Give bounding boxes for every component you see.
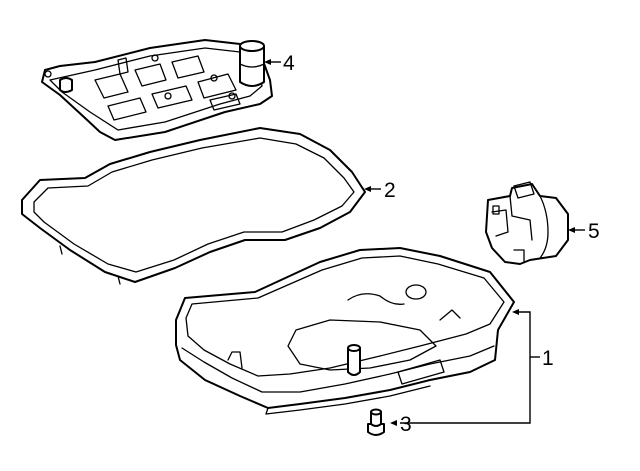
callout-1: 1	[542, 347, 554, 370]
callout-5: 5	[588, 220, 600, 243]
electrical-connector[interactable]	[485, 181, 569, 265]
pan-gasket[interactable]	[21, 127, 366, 285]
callout-3: 3	[400, 413, 412, 436]
oil-pan[interactable]	[175, 247, 515, 415]
callout-1-bracket	[390, 309, 540, 426]
transmission-filter[interactable]	[41, 39, 273, 141]
callout-4-leader	[264, 59, 281, 65]
callout-4: 4	[283, 52, 295, 75]
callout-2-leader	[364, 186, 381, 192]
callout-2: 2	[384, 179, 396, 202]
callout-5-leader	[568, 227, 585, 233]
drain-plug[interactable]	[367, 408, 385, 436]
